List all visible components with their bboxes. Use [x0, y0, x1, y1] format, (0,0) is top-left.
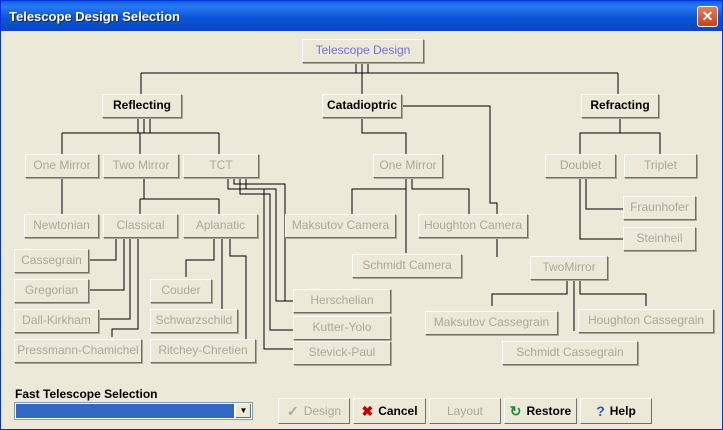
close-icon: ✕: [701, 8, 714, 24]
node-catadioptric[interactable]: Catadioptric: [322, 94, 402, 118]
node-classical[interactable]: Classical: [103, 214, 178, 238]
node-herschelian[interactable]: Herschelian: [293, 289, 391, 313]
tree-connectors: [61, 63, 661, 350]
question-icon: ?: [596, 403, 605, 419]
node-cata-one-mirror[interactable]: One Mirror: [373, 154, 443, 178]
node-reflecting[interactable]: Reflecting: [102, 94, 182, 118]
node-schwarzschild[interactable]: Schwarzschild: [150, 309, 238, 333]
node-couder[interactable]: Couder: [150, 279, 212, 303]
node-triplet[interactable]: Triplet: [624, 154, 697, 178]
node-fraunhofer[interactable]: Fraunhofer: [623, 196, 696, 220]
node-one-mirror[interactable]: One Mirror: [25, 154, 99, 178]
check-icon: ✓: [286, 402, 299, 419]
node-schmidt-cassegrain[interactable]: Schmidt Cassegrain: [502, 341, 638, 365]
fast-selection-value: [16, 404, 234, 418]
node-two-mirror-cata[interactable]: TwoMirror: [530, 256, 608, 280]
node-cassegrain[interactable]: Cassegrain: [14, 249, 89, 273]
node-ritchey-chretien[interactable]: Ritchey-Chretien: [150, 339, 256, 363]
client-area: Telescope Design Reflecting Catadioptric…: [4, 31, 719, 427]
node-kutter-yolo[interactable]: Kutter-Yolo: [293, 316, 391, 340]
help-button-label: Help: [609, 404, 636, 418]
node-pressmann-chamichel[interactable]: Pressmann-Chamichel: [14, 339, 142, 363]
layout-button[interactable]: Layout: [429, 398, 501, 424]
close-button[interactable]: ✕: [697, 6, 718, 27]
node-two-mirror[interactable]: Two Mirror: [103, 154, 179, 178]
title-bar[interactable]: Telescope Design Selection ✕: [1, 1, 722, 31]
node-dall-kirkham[interactable]: Dall-Kirkham: [14, 309, 99, 333]
fast-selection-dropdown[interactable]: ▼: [14, 402, 253, 420]
help-button[interactable]: ? Help: [580, 398, 652, 424]
x-icon: ✖: [361, 402, 374, 419]
node-houghton-cassegrain[interactable]: Houghton Cassegrain: [578, 309, 714, 333]
design-button[interactable]: ✓ Design: [278, 398, 350, 424]
node-houghton-camera[interactable]: Houghton Camera: [418, 214, 528, 238]
node-maksutov-camera[interactable]: Maksutov Camera: [285, 214, 396, 238]
node-gregorian[interactable]: Gregorian: [14, 279, 89, 303]
node-steinheil[interactable]: Steinheil: [623, 227, 696, 251]
node-aplanatic[interactable]: Aplanatic: [183, 214, 258, 238]
node-newtonian[interactable]: Newtonian: [24, 214, 99, 238]
cancel-button[interactable]: ✖ Cancel: [353, 398, 426, 424]
restore-button[interactable]: ↻ Restore: [504, 398, 577, 424]
cancel-button-label: Cancel: [378, 404, 418, 418]
window-title: Telescope Design Selection: [9, 9, 180, 24]
node-telescope-design[interactable]: Telescope Design: [302, 39, 424, 63]
node-refracting[interactable]: Refracting: [581, 94, 659, 118]
node-maksutov-cassegrain[interactable]: Maksutov Cassegrain: [425, 311, 558, 335]
fast-selection-label: Fast Telescope Selection: [15, 387, 158, 401]
node-doublet[interactable]: Doublet: [545, 154, 616, 178]
node-schmidt-camera[interactable]: Schmidt Camera: [352, 254, 462, 278]
node-stevick-paul[interactable]: Stevick-Paul: [293, 341, 391, 365]
node-tct[interactable]: TCT: [183, 154, 259, 178]
restore-button-label: Restore: [526, 404, 572, 418]
chevron-down-icon[interactable]: ▼: [235, 404, 251, 418]
layout-button-label: Layout: [446, 404, 484, 418]
refresh-icon: ↻: [509, 402, 522, 419]
design-button-label: Design: [303, 404, 342, 418]
